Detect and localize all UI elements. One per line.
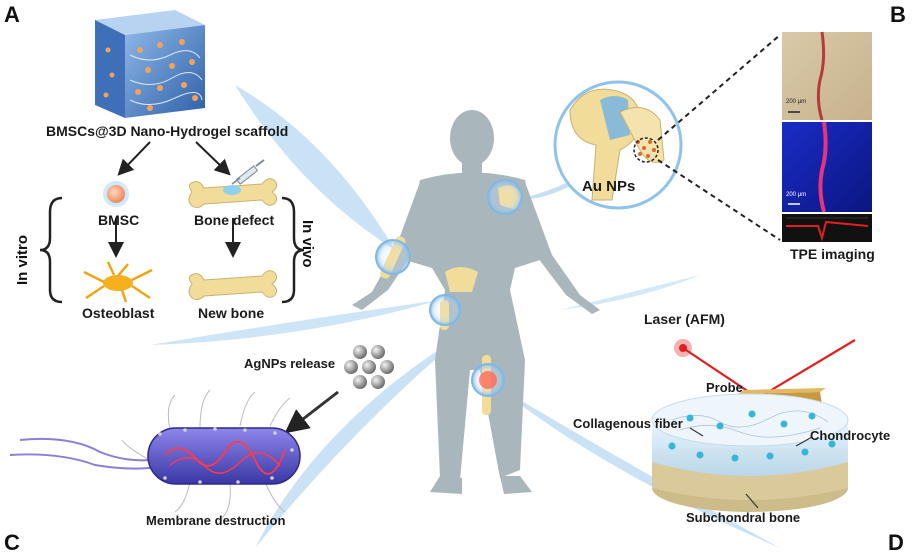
shoulder-zoom-circle (553, 80, 683, 210)
bone-defect-label: Bone defect (194, 212, 275, 228)
panel-letter-a: A (4, 2, 20, 27)
silver-nanoparticles-icon (344, 345, 394, 389)
subchondral-bone-label: Subchondral bone (686, 510, 801, 525)
beam-d-upper (560, 275, 700, 310)
tpe-imaging-label: TPE imaging (790, 246, 875, 262)
in-vitro-brace (39, 196, 63, 304)
laser-afm-label: Laser (AFM) (644, 311, 725, 327)
arrow-to-bmsc (117, 141, 151, 176)
tpe-profile-plot (782, 214, 872, 242)
collagenous-fiber-label: Collagenous fiber (573, 416, 683, 431)
new-bone-icon (188, 270, 278, 301)
osteoblast-icon (83, 261, 153, 303)
tpe-scale-bar-1-label: 200 μm (786, 99, 807, 105)
probe-label: Probe (706, 380, 743, 395)
shoulder-joint-ring (487, 179, 523, 215)
collagen-pointer (689, 427, 704, 437)
chondrocyte-label: Chondrocyte (810, 428, 891, 443)
beam-a-lower (150, 300, 440, 345)
in-vivo-brace (281, 196, 305, 304)
au-nps-label: Au NPs (582, 178, 636, 195)
human-body (352, 110, 600, 494)
arrow-to-bone-defect (195, 141, 231, 176)
hydrogel-cube (95, 10, 205, 118)
knee-inflammation (479, 371, 497, 389)
membrane-destruction-label: Membrane destruction (146, 513, 286, 528)
agnps-release-label: AgNPs release (244, 356, 336, 371)
scaffold-label: BMSCs@3D Nano-Hydrogel scaffold (46, 123, 289, 139)
tpe-scale-bar-2-label: 200 μm (786, 192, 807, 198)
arrow-agnps-to-bacterium (284, 390, 339, 434)
beam-a (235, 85, 395, 250)
zoom-line-bottom (657, 159, 781, 241)
panel-letter-c: C (4, 530, 20, 555)
new-bone-label: New bone (198, 305, 265, 321)
in-vitro-label: In vitro (14, 234, 31, 285)
tpe-brightfield-image (782, 31, 872, 121)
in-vivo-label: In vivo (299, 220, 316, 268)
hip-joint-ring (429, 294, 461, 326)
elbow-joint-ring (375, 239, 411, 275)
osteoblast-label: Osteoblast (82, 305, 155, 321)
cartilage-disc (651, 393, 849, 512)
tpe-fluorescence-image (782, 121, 872, 213)
syringe-icon (231, 159, 265, 185)
chondrocyte-pointer (795, 436, 813, 447)
subchondral-pointer (745, 493, 759, 509)
panel-letter-d: D (888, 530, 904, 555)
bacterium-icon (9, 389, 301, 519)
bmsc-label: BMSC (98, 212, 140, 228)
panel-letter-b: B (890, 2, 906, 27)
bone-defect-icon (188, 178, 278, 209)
bmsc-cell-icon (107, 185, 125, 203)
laser-beam (674, 339, 856, 399)
